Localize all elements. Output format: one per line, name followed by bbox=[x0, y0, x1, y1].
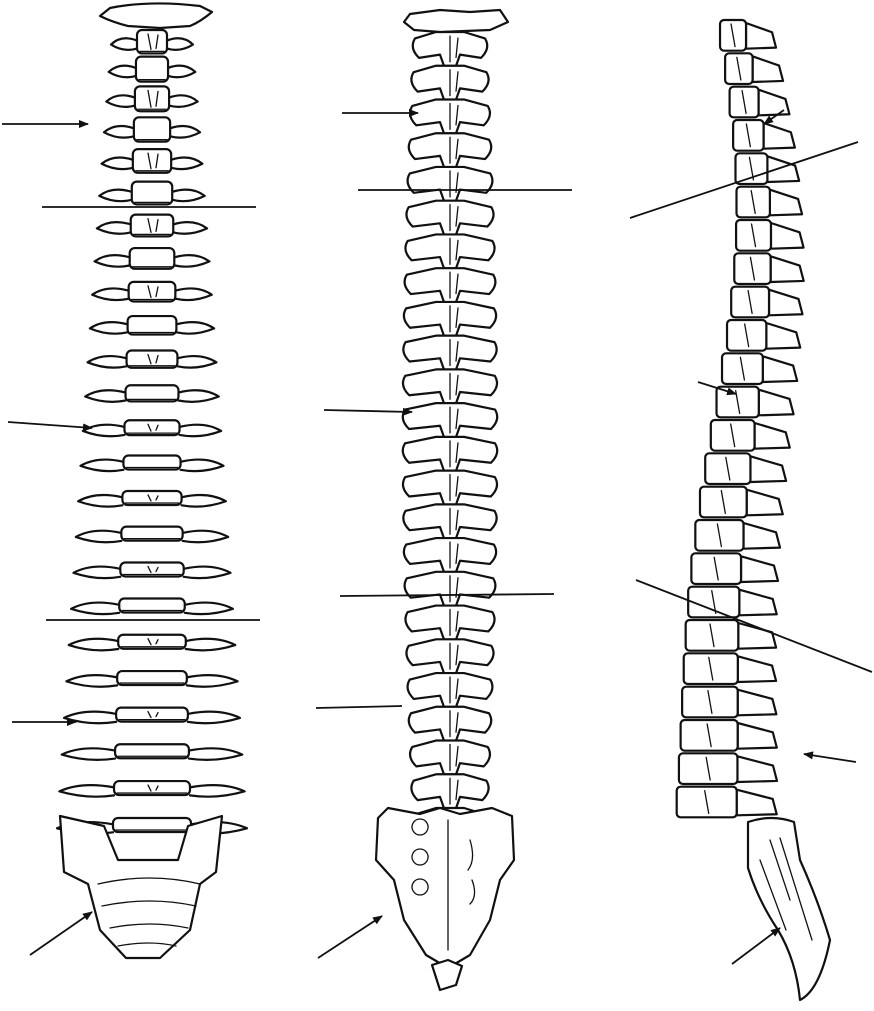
vertebra-anterior bbox=[71, 599, 233, 615]
vertebra-posterior bbox=[411, 66, 488, 100]
vertebra-anterior bbox=[85, 385, 219, 402]
posterior-atlas bbox=[404, 10, 508, 32]
anterior-sacrum bbox=[60, 816, 222, 958]
vertebra-lateral bbox=[705, 453, 786, 484]
posterior-sacrum bbox=[376, 808, 514, 990]
vertebra-lateral bbox=[682, 687, 776, 718]
vertebra-lateral bbox=[720, 20, 776, 51]
vertebra-lateral bbox=[734, 253, 803, 284]
vertebra-lateral bbox=[731, 287, 802, 318]
vertebra-anterior bbox=[59, 781, 244, 797]
vertebra-lateral bbox=[681, 720, 777, 751]
vertebra-anterior bbox=[106, 86, 197, 111]
vertebra-lateral bbox=[700, 487, 783, 518]
vertebra-anterior bbox=[66, 671, 237, 687]
vertebra-posterior bbox=[403, 504, 496, 538]
vertebra-posterior bbox=[403, 336, 496, 370]
vertebra-posterior bbox=[403, 471, 497, 505]
vertebra-anterior bbox=[78, 491, 226, 507]
vertebra-posterior bbox=[409, 133, 491, 167]
vertebra-anterior bbox=[109, 57, 196, 82]
vertebra-posterior bbox=[404, 302, 496, 336]
leader-line-lumbar-posterior bbox=[316, 706, 402, 708]
vertebra-anterior bbox=[64, 708, 240, 724]
vertebra-lateral bbox=[733, 120, 795, 151]
vertebra-anterior bbox=[102, 149, 203, 173]
vertebra-posterior bbox=[405, 572, 496, 606]
arrow-thoracic-posterior bbox=[324, 410, 412, 412]
vertebra-lateral bbox=[688, 587, 777, 618]
vertebra-anterior bbox=[83, 420, 221, 436]
vertebra-lateral bbox=[722, 353, 797, 384]
vertebra-posterior bbox=[406, 201, 493, 235]
vertebra-anterior bbox=[95, 248, 210, 269]
vertebra-posterior bbox=[403, 369, 497, 403]
lateral-spine-view bbox=[677, 20, 804, 817]
vertebra-posterior bbox=[405, 268, 496, 302]
vertebra-anterior bbox=[99, 182, 204, 205]
vertebra-lateral bbox=[725, 53, 783, 84]
leader-line-thoracolumbar-posterior bbox=[340, 594, 554, 596]
arrow-sacrum-posterior bbox=[318, 916, 382, 958]
vertebra-lateral bbox=[695, 520, 780, 551]
vertebra-posterior bbox=[404, 538, 496, 572]
vertebra-anterior bbox=[104, 117, 200, 141]
vertebra-lateral bbox=[677, 787, 777, 818]
vertebra-lateral bbox=[711, 420, 790, 451]
vertebra-posterior bbox=[410, 99, 490, 133]
vertebra-posterior bbox=[405, 234, 494, 268]
vertebra-anterior bbox=[62, 744, 243, 760]
arrow-thoracic-anterior bbox=[8, 422, 92, 428]
vertebra-anterior bbox=[80, 456, 223, 472]
vertebra-anterior bbox=[90, 316, 214, 334]
vertebra-posterior bbox=[409, 707, 491, 741]
vertebra-posterior bbox=[413, 32, 488, 66]
vertebra-lateral bbox=[679, 753, 777, 784]
vertebra-anterior bbox=[73, 562, 230, 578]
arrow-sacrum-anterior bbox=[30, 912, 92, 955]
vertebra-posterior bbox=[403, 437, 497, 471]
vertebra-anterior bbox=[88, 351, 217, 368]
anterior-spine-view bbox=[57, 30, 247, 834]
vertebra-lateral bbox=[727, 320, 800, 351]
vertebra-lateral bbox=[736, 220, 803, 251]
vertebra-lateral bbox=[737, 187, 803, 218]
vertebra-posterior bbox=[411, 774, 488, 808]
arrow-lumbar-lateral bbox=[804, 754, 856, 762]
vertebra-anterior bbox=[92, 282, 212, 302]
vertebra-posterior bbox=[410, 741, 490, 775]
vertebra-anterior bbox=[76, 527, 228, 543]
lateral-sacrum-coccyx bbox=[748, 818, 830, 1000]
vertebra-lateral bbox=[684, 653, 776, 684]
vertebra-posterior bbox=[408, 167, 493, 201]
vertebra-posterior bbox=[406, 639, 493, 673]
posterior-spine-view bbox=[403, 32, 497, 842]
vertebra-lateral bbox=[686, 620, 776, 651]
vertebra-anterior bbox=[69, 635, 236, 651]
vertebra-posterior bbox=[403, 403, 497, 437]
vertebra-lateral bbox=[691, 553, 778, 584]
arrow-coccyx-lateral bbox=[732, 928, 780, 964]
vertebra-anterior bbox=[111, 30, 193, 53]
vertebra-posterior bbox=[405, 606, 494, 640]
anterior-atlas bbox=[100, 3, 212, 28]
vertebra-posterior bbox=[408, 673, 493, 707]
vertebra-anterior bbox=[97, 215, 207, 237]
